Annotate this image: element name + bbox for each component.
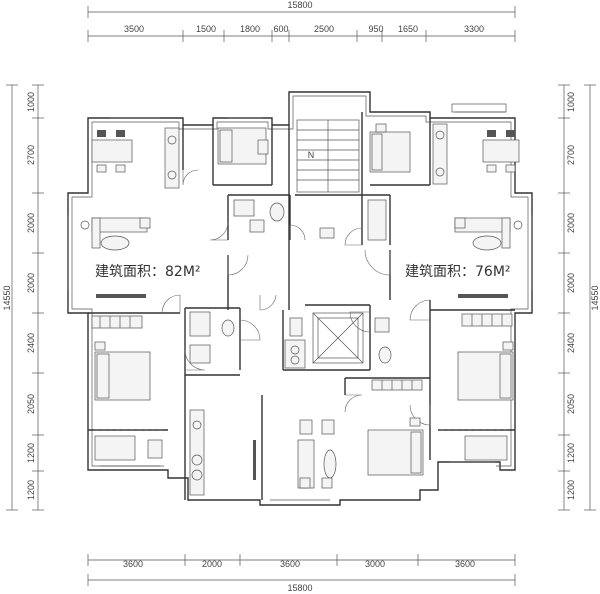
top-dimension-chain: 15800 3500 1500 1800 600 2500 950 1650 3… bbox=[87, 0, 516, 42]
left-bedroom-3-desk bbox=[94, 435, 163, 461]
staircase: N bbox=[296, 119, 360, 193]
left-kitchen-counter bbox=[164, 127, 180, 189]
top-dimension-5: 2500 bbox=[314, 24, 334, 34]
left-wardrobe bbox=[91, 315, 143, 329]
left-dimension-chain: 14550 1000 2700 2000 2000 2400 2050 1200… bbox=[2, 84, 44, 511]
left-dimension-5: 2400 bbox=[26, 333, 36, 353]
bottom-dimension-4: 3000 bbox=[365, 559, 385, 569]
bottom-dimension-chain: 3600 2000 3600 3000 3600 15800 bbox=[87, 554, 516, 593]
bottom-dimension-5: 3600 bbox=[455, 559, 475, 569]
left-dimension-7: 1200 bbox=[26, 443, 36, 463]
left-bedroom-2-bed bbox=[94, 341, 151, 401]
bottom-dimension-1: 3600 bbox=[123, 559, 143, 569]
elevator-shaft bbox=[312, 312, 364, 364]
right-dimension-6: 2050 bbox=[566, 394, 576, 414]
left-bedroom-1-bed bbox=[217, 127, 269, 165]
right-bath-fixtures bbox=[319, 199, 387, 241]
top-dimension-1: 3500 bbox=[124, 24, 144, 34]
right-bedroom-4-desk bbox=[464, 435, 508, 461]
left-bath-fixtures bbox=[233, 199, 285, 233]
door-swings bbox=[161, 169, 431, 426]
left-tv-cabinet bbox=[96, 294, 146, 298]
top-dimension-6: 950 bbox=[368, 24, 383, 34]
left-total-dimension: 14550 bbox=[2, 285, 12, 310]
left-dimension-2: 2700 bbox=[26, 145, 36, 165]
right-dimension-5: 2400 bbox=[566, 333, 576, 353]
bottom-dimension-3: 3600 bbox=[280, 559, 300, 569]
right-tv-cabinet bbox=[458, 294, 508, 298]
top-dimension-7: 1650 bbox=[398, 24, 418, 34]
right-dimension-7: 1200 bbox=[566, 443, 576, 463]
right-bath-center bbox=[374, 317, 392, 364]
left-dimension-1: 1000 bbox=[26, 92, 36, 112]
top-dimension-3: 1800 bbox=[240, 24, 260, 34]
right-kitchen-counter bbox=[432, 123, 448, 185]
center-bath-left bbox=[189, 311, 235, 364]
center-kitchen-left bbox=[189, 409, 256, 496]
right-bedroom-2-bed bbox=[457, 341, 514, 401]
left-dining-table bbox=[91, 130, 133, 173]
right-dimension-3: 2000 bbox=[566, 213, 576, 233]
right-unit-area-label: 建筑面积：76M² bbox=[405, 264, 511, 280]
windows bbox=[67, 103, 533, 501]
right-bedroom-1-bed bbox=[369, 123, 411, 173]
left-dimension-3: 2000 bbox=[26, 213, 36, 233]
top-dimension-2: 1500 bbox=[196, 24, 216, 34]
bottom-dimension-2: 2000 bbox=[202, 559, 222, 569]
left-living-sofa bbox=[80, 217, 151, 251]
top-total-dimension: 15800 bbox=[287, 0, 312, 10]
bottom-total-dimension: 15800 bbox=[287, 583, 312, 593]
stair-direction-marker: N bbox=[308, 150, 315, 160]
top-dimension-8: 3300 bbox=[464, 24, 484, 34]
left-dimension-6: 2050 bbox=[26, 394, 36, 414]
right-dimension-8: 1200 bbox=[566, 480, 576, 500]
left-unit-area-label: 建筑面积：82M² bbox=[95, 264, 201, 280]
left-dimension-4: 2000 bbox=[26, 273, 36, 293]
right-dimension-chain: 1000 2700 2000 2000 2400 2050 1200 1200 … bbox=[558, 84, 600, 511]
center-kitchen-right bbox=[284, 317, 306, 369]
top-dimension-4: 600 bbox=[273, 24, 288, 34]
center-living-sofa bbox=[297, 419, 337, 489]
exterior-walls bbox=[67, 91, 533, 506]
right-total-dimension: 14550 bbox=[590, 285, 600, 310]
right-living-sofa bbox=[454, 217, 523, 251]
right-wardrobe bbox=[461, 313, 513, 327]
right-dining-table bbox=[482, 130, 520, 173]
right-dimension-2: 2700 bbox=[566, 145, 576, 165]
right-bedroom-3-bed bbox=[367, 417, 424, 476]
right-wardrobe-2 bbox=[371, 379, 423, 391]
right-dimension-1: 1000 bbox=[566, 92, 576, 112]
left-dimension-8: 1200 bbox=[26, 480, 36, 500]
right-dimension-4: 2000 bbox=[566, 273, 576, 293]
